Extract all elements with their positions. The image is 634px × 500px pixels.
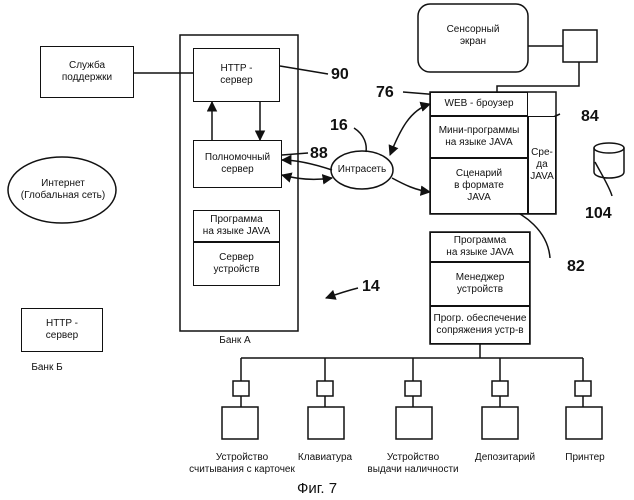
printer-label: Принтер	[556, 452, 614, 464]
web-browser-box: WEB - броузер	[430, 92, 528, 116]
internet-label: Интернет (Глобальная сеть)	[16, 178, 110, 202]
interface-software-label: Прогр. обеспечение сопряжения устр-в	[434, 313, 527, 337]
support-service-label: Служба поддержки	[62, 60, 112, 84]
device-cash	[396, 407, 432, 439]
ref-82: 82	[567, 258, 585, 276]
java-applets-label: Мини-программы на языке JAVA	[439, 125, 520, 149]
bank-a-label: Банк А	[205, 335, 265, 347]
java-applets-box: Мини-программы на языке JAVA	[430, 116, 528, 158]
ref-76: 76	[376, 84, 394, 102]
ref-14-arrow	[326, 288, 358, 298]
leader-90	[280, 66, 328, 74]
http-server-b-box: HTTP - сервер	[21, 308, 103, 352]
depository-label: Депозитарий	[470, 452, 540, 464]
cash-dispenser-label: Устройство выдачи наличности	[362, 452, 464, 476]
http-server-b-label: HTTP - сервер	[46, 318, 78, 342]
device-printer	[566, 407, 602, 439]
java-env-box: Сре- да JAVA	[528, 116, 556, 214]
bank-b-label: Банк Б	[22, 362, 72, 374]
ref-16: 16	[330, 117, 348, 135]
device-manager-box: Менеджер устройств	[430, 262, 530, 306]
intranet-label: Интрасеть	[331, 164, 393, 176]
ref-14: 14	[362, 278, 380, 296]
java-env-label: Сре- да JAVA	[530, 147, 554, 183]
device-server-label: Сервер устройств	[213, 252, 259, 276]
leader-104	[595, 162, 612, 196]
java-program-atm-label: Программа на языке JAVA	[446, 235, 513, 259]
port-card-reader	[233, 381, 249, 396]
touchscreen-interface-box	[563, 30, 597, 62]
keypad-label: Клавиатура	[292, 452, 358, 464]
authorized-server-box: Полномочный сервер	[193, 140, 282, 188]
java-program-a-label: Программа на языке JAVA	[203, 214, 270, 238]
device-depository	[482, 407, 518, 439]
ref-104: 104	[585, 205, 612, 223]
touchscreen-label: Сенсорный экран	[436, 24, 510, 48]
intranet-script-link	[392, 178, 430, 192]
port-keypad	[317, 381, 333, 396]
card-reader-label: Устройство считывания с карточек	[186, 452, 298, 476]
port-printer	[575, 381, 591, 396]
figure-caption: Фиг. 7	[267, 480, 367, 498]
device-card-reader	[222, 407, 258, 439]
leader-88	[282, 153, 308, 155]
database-top	[594, 143, 624, 153]
ref-84: 84	[581, 108, 599, 126]
web-browser-label: WEB - броузер	[445, 98, 514, 110]
port-cash	[405, 381, 421, 396]
auth-intranet-link-2	[282, 175, 332, 179]
interface-software-box: Прогр. обеспечение сопряжения устр-в	[430, 306, 530, 344]
http-server-a-label: HTTP - сервер	[220, 63, 252, 87]
browser-to-touch-interface-line	[497, 62, 579, 92]
java-program-a-box: Программа на языке JAVA	[193, 210, 280, 242]
authorized-server-label: Полномочный сервер	[205, 152, 270, 176]
intranet-browser-link	[390, 104, 430, 155]
ref-88: 88	[310, 145, 328, 163]
port-depository	[492, 381, 508, 396]
device-server-box: Сервер устройств	[193, 242, 280, 286]
device-manager-label: Менеджер устройств	[456, 272, 505, 296]
http-server-a-box: HTTP - сервер	[193, 48, 280, 102]
leader-16	[354, 128, 366, 152]
java-script-box: Сценарий в формате JAVA	[430, 158, 528, 214]
java-script-label: Сценарий в формате JAVA	[454, 168, 504, 204]
ref-90: 90	[331, 66, 349, 84]
device-keypad	[308, 407, 344, 439]
java-program-atm-box: Программа на языке JAVA	[430, 232, 530, 262]
support-service-box: Служба поддержки	[40, 46, 134, 98]
